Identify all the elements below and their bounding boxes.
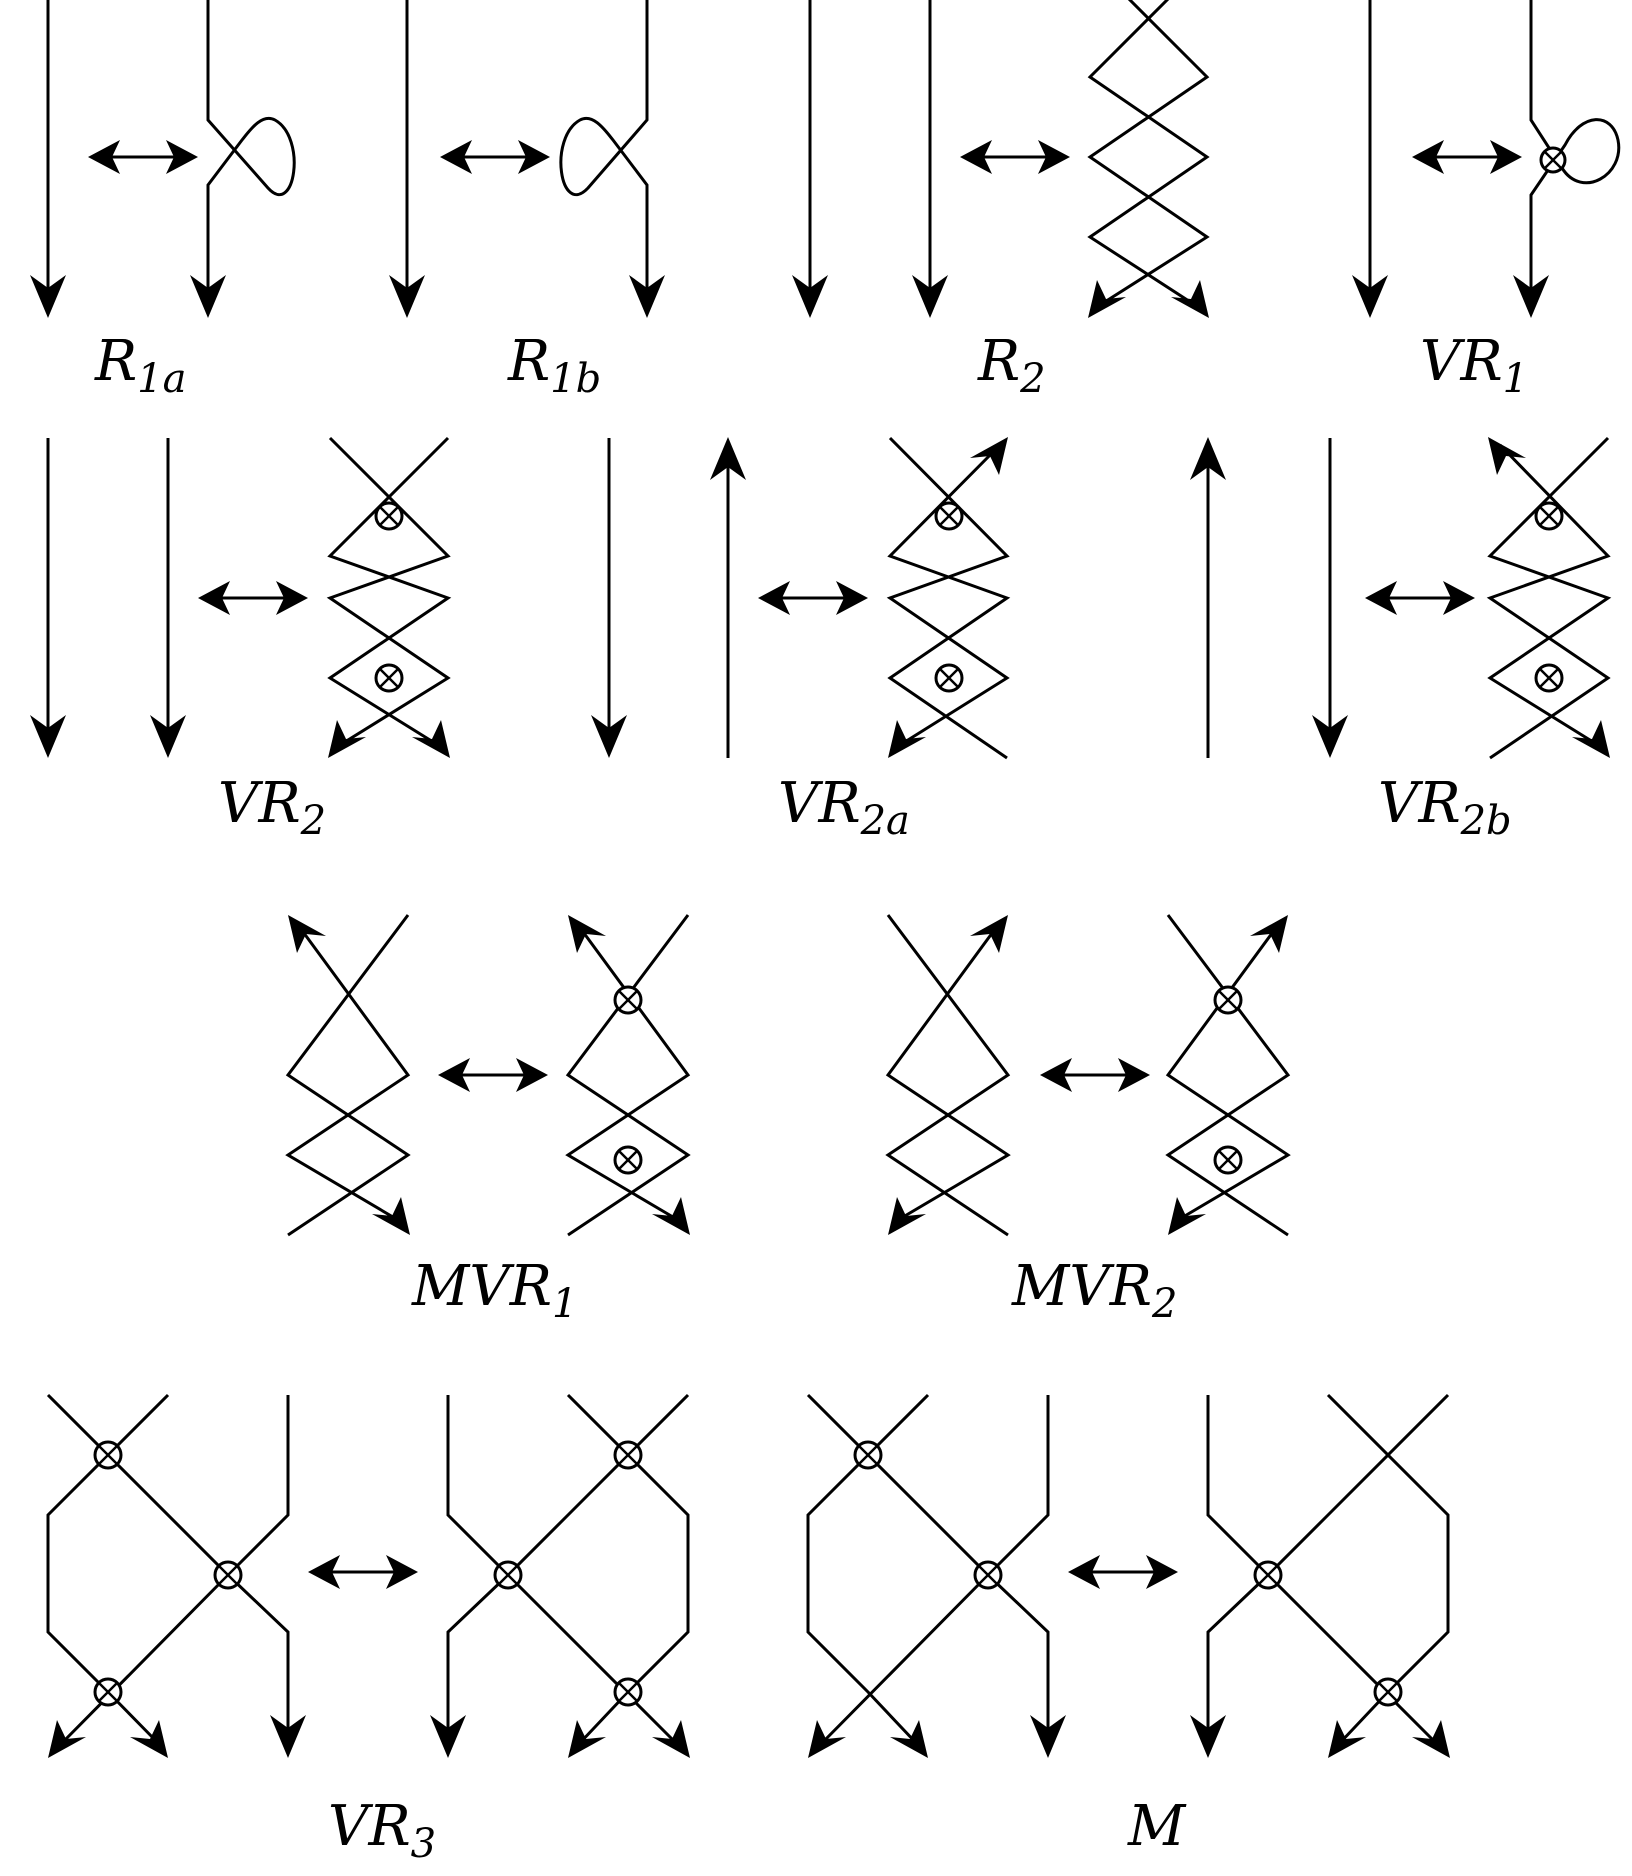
virtual-kink-strand <box>1513 0 1621 318</box>
double-arrow-icon <box>1412 140 1522 174</box>
virtual-double-crossing-strands <box>1165 914 1291 1237</box>
right-diagram-strands <box>430 1393 690 1758</box>
double-arrow-icon <box>88 140 198 174</box>
double-arrow-icon <box>1040 1058 1150 1092</box>
virtual-crossing-icon <box>374 501 404 531</box>
label-VR2: VR2 <box>218 771 326 844</box>
left-diagram-strands <box>46 1393 306 1758</box>
virtual-double-crossing-strands <box>326 436 452 758</box>
antiparallel-strands <box>591 437 746 758</box>
virtual-crossing-icon <box>1539 146 1567 174</box>
double-arrow-icon <box>1068 1555 1178 1589</box>
double-arrow-icon <box>438 1058 548 1092</box>
virtual-crossing-icon <box>1534 501 1564 531</box>
virtual-crossing-icon <box>1253 1560 1283 1590</box>
antiparallel-strands <box>1190 437 1348 758</box>
kink-strand <box>559 0 665 318</box>
right-diagram-strands <box>1190 1393 1450 1758</box>
virtual-crossing-icon <box>613 1440 643 1470</box>
move-MVR1 <box>285 914 691 1237</box>
virtual-crossing-icon <box>1213 985 1243 1015</box>
label-R2: R2 <box>977 329 1046 402</box>
double-arrow-icon <box>960 140 1070 174</box>
virtual-crossing-icon <box>93 1677 123 1707</box>
move-VR2b <box>1190 436 1612 760</box>
kink-strand <box>190 0 296 318</box>
virtual-crossing-icon <box>1373 1677 1403 1707</box>
virtual-double-crossing-strands <box>1486 436 1612 760</box>
move-VR1 <box>1352 0 1621 318</box>
move-R1b <box>389 0 665 318</box>
virtual-crossing-icon <box>934 663 964 693</box>
straight-strand <box>389 0 425 318</box>
label-MVR2: MVR2 <box>1011 1254 1177 1327</box>
double-arrow-icon <box>440 140 550 174</box>
label-VR2b: VR2b <box>1378 771 1512 844</box>
double-crossing-strands <box>1087 0 1210 318</box>
parallel-strands <box>30 438 186 758</box>
straight-strand <box>1352 0 1388 318</box>
virtual-crossing-icon <box>973 1560 1003 1590</box>
move-M <box>806 1393 1450 1758</box>
classical-double-crossing-strands <box>885 914 1011 1237</box>
virtual-crossing-icon <box>93 1440 123 1470</box>
parallel-strands <box>792 0 948 318</box>
move-VR3 <box>46 1393 690 1758</box>
virtual-crossing-icon <box>493 1560 523 1590</box>
classical-double-crossing-strands <box>285 914 411 1237</box>
move-VR2a <box>591 436 1011 760</box>
virtual-crossing-icon <box>1213 1145 1243 1175</box>
virtual-crossing-icon <box>613 985 643 1015</box>
label-VR2a: VR2a <box>778 771 910 844</box>
virtual-crossing-icon <box>853 1440 883 1470</box>
virtual-crossing-icon <box>1534 663 1564 693</box>
label-R1a: R1a <box>94 329 186 402</box>
label-VR3: VR3 <box>328 1794 436 1867</box>
label-R1b: R1b <box>507 329 601 402</box>
double-arrow-icon <box>308 1555 418 1589</box>
move-R1a <box>30 0 296 318</box>
label-MVR1: MVR1 <box>411 1254 577 1327</box>
virtual-double-crossing-strands <box>565 914 691 1237</box>
virtual-crossing-icon <box>613 1677 643 1707</box>
virtual-crossing-icon <box>374 663 404 693</box>
virtual-crossing-icon <box>934 501 964 531</box>
virtual-crossing-icon <box>613 1145 643 1175</box>
move-MVR2 <box>885 914 1291 1237</box>
double-arrow-icon <box>1365 581 1475 615</box>
move-R2 <box>792 0 1210 318</box>
double-arrow-icon <box>198 581 308 615</box>
label-M: M <box>1127 1794 1187 1859</box>
move-VR2 <box>30 436 452 758</box>
label-VR1: VR1 <box>1420 329 1528 402</box>
left-diagram-strands <box>806 1393 1066 1758</box>
straight-strand <box>30 0 66 318</box>
virtual-crossings <box>93 501 1564 1707</box>
double-arrow-icon <box>758 581 868 615</box>
virtual-double-crossing-strands <box>886 436 1011 760</box>
virtual-crossing-icon <box>213 1560 243 1590</box>
